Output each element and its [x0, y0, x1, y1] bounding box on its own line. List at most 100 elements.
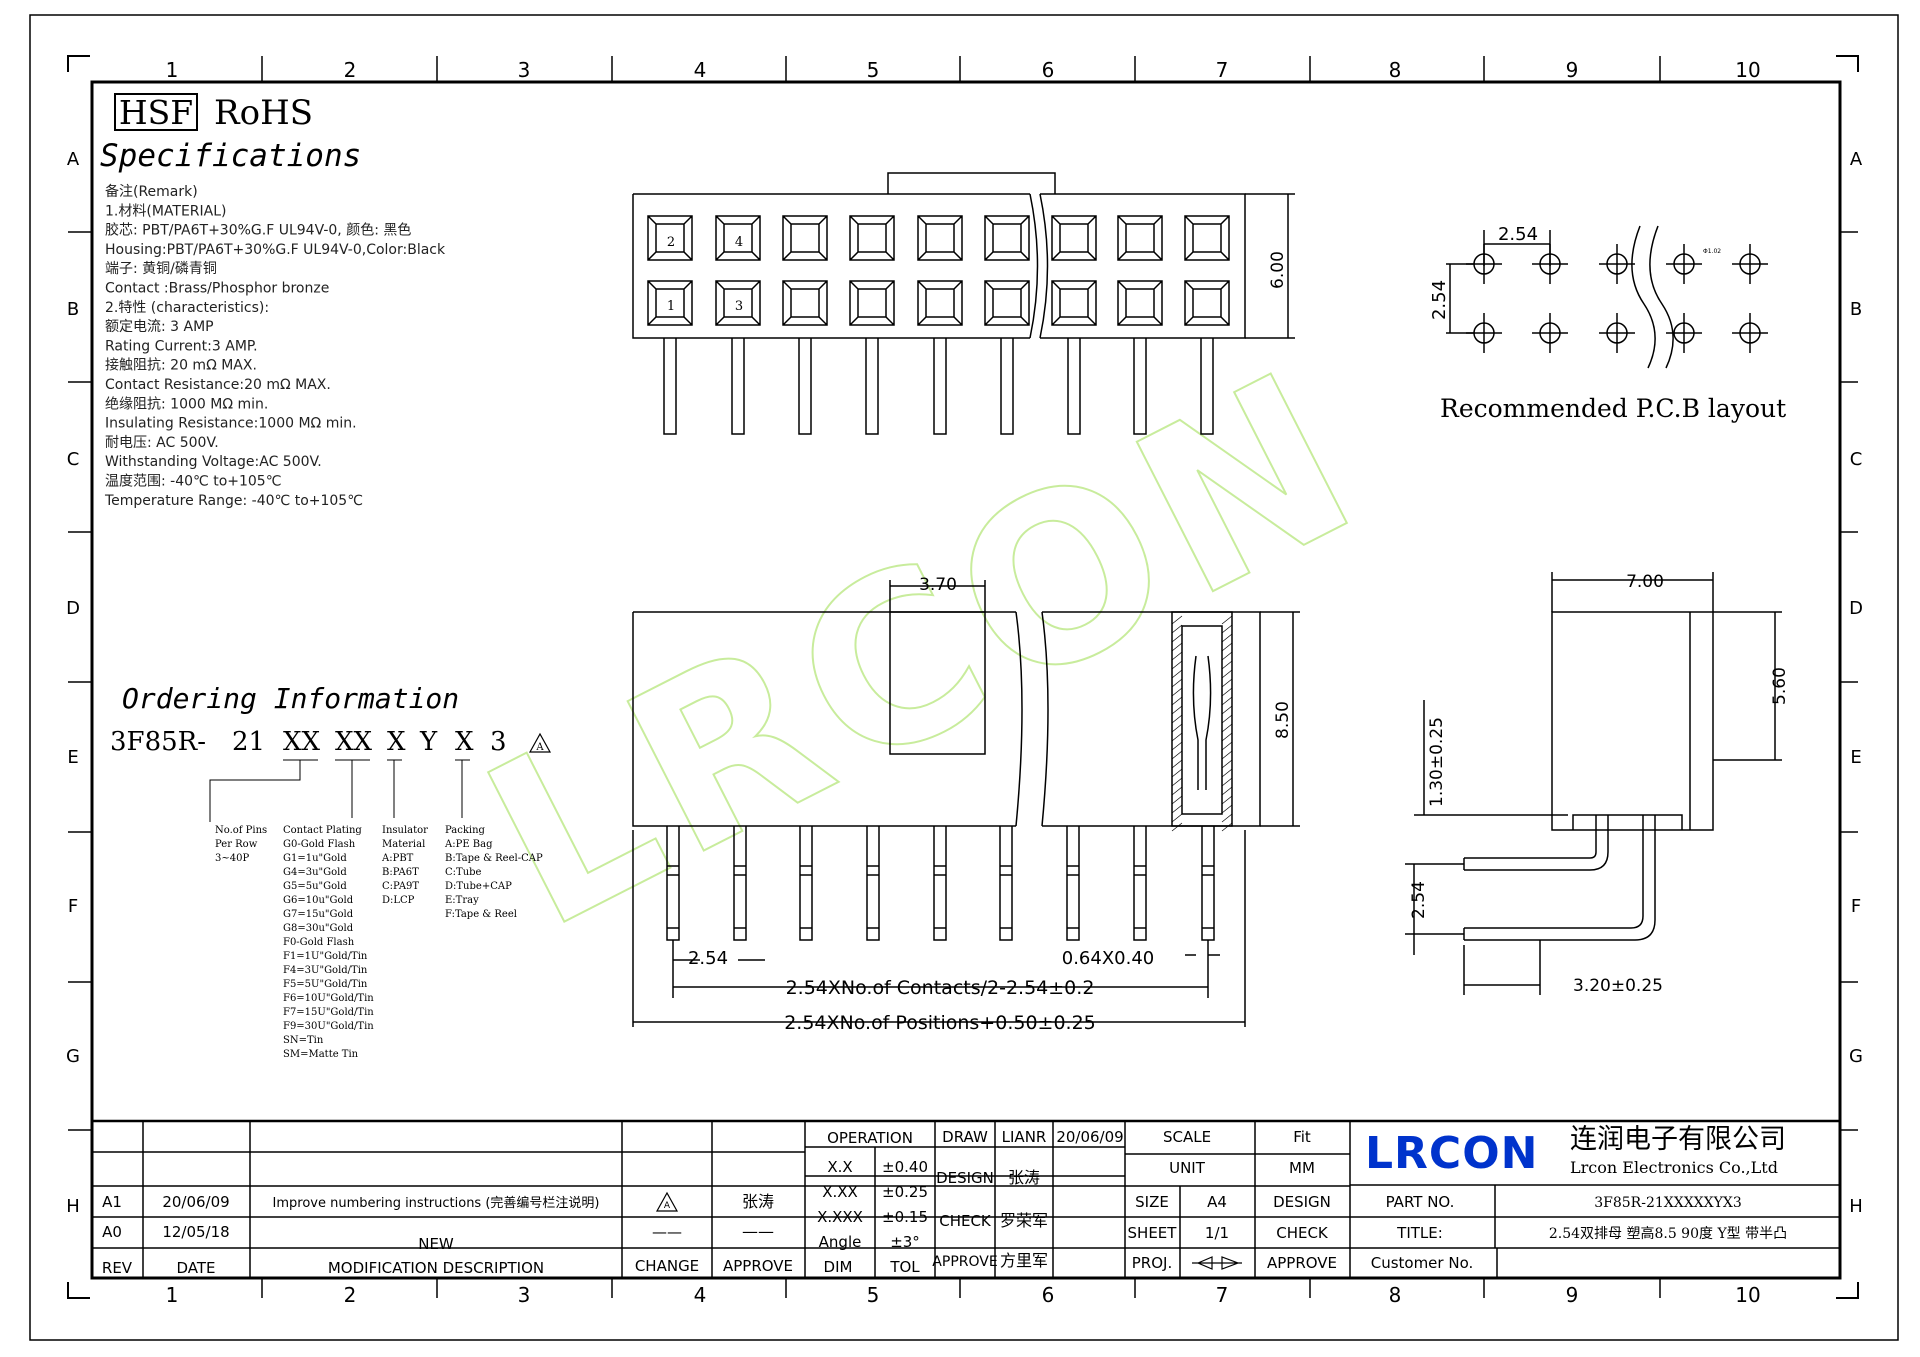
ordering-leaders	[209, 759, 470, 822]
outer-border	[29, 14, 1899, 1341]
part-n: 21	[232, 727, 265, 757]
part-x2: X	[455, 727, 474, 757]
ordering-plating-line: G8=30u"Gold	[283, 923, 354, 934]
column-label-top: 2	[344, 58, 357, 82]
front-view	[632, 580, 1300, 1027]
rev-a-triangle-icon	[655, 1191, 679, 1212]
spec-line: Temperature Range: -40℃ to+105℃	[104, 493, 363, 509]
title-block-cell: ——	[742, 1222, 774, 1241]
front-key-label: 3.70	[919, 575, 957, 595]
spec-line: 胶芯: PBT/PA6T+30%G.F UL94V-0, 颜色: 黑色	[105, 222, 411, 239]
ordering-plating-line: G6=10u"Gold	[283, 895, 354, 906]
company-cn: 连润电子有限公司	[1570, 1124, 1786, 1155]
front-positions-label: 2.54XNo.of Positions+0.50±0.25	[784, 1012, 1096, 1034]
side-height-dim	[1713, 611, 1782, 761]
ordering-insulator-line: C:PA9T	[382, 881, 419, 892]
front-positions-dim	[632, 830, 1246, 1027]
title-block-cell: A4	[1207, 1193, 1227, 1211]
side-pin-upper	[1464, 815, 1609, 871]
row-label-right: E	[1850, 747, 1861, 768]
row-label-right: C	[1850, 449, 1863, 470]
key-dim	[889, 580, 986, 612]
ordering-pins-line: No.of Pins	[215, 825, 267, 836]
row-label-right: G	[1849, 1046, 1863, 1067]
pcb-hole-dia: Φ1.02	[1703, 248, 1721, 255]
side-tail-dim	[1463, 940, 1541, 995]
ordering-insulator-line: A:PBT	[381, 853, 414, 864]
title-block-cell: Improve numbering instructions (完善编号栏注说明…	[273, 1195, 600, 1211]
title-block-cell: SHEET	[1128, 1224, 1178, 1242]
front-pitch-label: 2.54	[688, 948, 728, 969]
spec-line: Rating Current:3 AMP.	[105, 338, 258, 354]
title-block-cell: A0	[102, 1223, 122, 1241]
company-logo: LRCON	[1365, 1128, 1538, 1179]
zone-ticks	[68, 56, 1858, 1298]
row-label-left: G	[66, 1046, 80, 1067]
ordering-title: Ordering Information	[122, 682, 459, 715]
top-view-cells	[647, 215, 1230, 326]
pin-label-2: 2	[667, 235, 675, 250]
row-label-left: D	[66, 598, 80, 619]
ordering-pins-line: 3~40P	[215, 853, 249, 864]
title-block-cell: X.XX	[822, 1183, 858, 1201]
part-rev: A	[535, 742, 544, 753]
ordering-plating-line: F5=5U"Gold/Tin	[283, 979, 368, 990]
column-label-top: 6	[1042, 58, 1055, 82]
ordering-packing-line: B:Tape & Reel-CAP	[445, 853, 543, 864]
part-n3: 3	[490, 727, 507, 757]
column-label-bottom: 5	[867, 1283, 880, 1307]
spec-line: 绝缘阻抗: 1000 MΩ min.	[105, 396, 268, 412]
row-label-left: F	[68, 896, 78, 917]
row-label-left: A	[67, 149, 80, 170]
title-block-cell: TOL	[889, 1258, 920, 1276]
cavity-hatch-lines	[1171, 615, 1233, 832]
pin-label-1: 1	[667, 299, 675, 314]
company-en: Lrcon Electronics Co.,Ltd	[1570, 1158, 1778, 1177]
column-label-bottom: 8	[1389, 1283, 1402, 1307]
front-height-label: 8.50	[1273, 701, 1293, 739]
ordering-plating-line: SN=Tin	[283, 1035, 324, 1046]
column-label-top: 10	[1735, 58, 1760, 82]
title-block-cell: DIM	[824, 1258, 853, 1276]
title-block-cell: CHANGE	[635, 1257, 699, 1275]
spec-line: 额定电流: 3 AMP	[105, 319, 214, 335]
front-height-dim	[1260, 611, 1300, 827]
column-label-bottom: 3	[518, 1283, 531, 1307]
pcb-pitch-v: 2.54	[1429, 280, 1450, 320]
ordering-packing-line: F:Tape & Reel	[445, 909, 517, 920]
ordering-insulator-line: D:LCP	[382, 895, 415, 906]
part-prefix: 3F85R-	[110, 727, 206, 757]
spec-line: Insulating Resistance:1000 MΩ min.	[105, 416, 357, 432]
title-block-cell: UNIT	[1169, 1159, 1206, 1177]
column-label-top: 7	[1216, 58, 1229, 82]
top-view-pin-lines	[663, 338, 1214, 435]
row-label-right: H	[1849, 1196, 1863, 1217]
title-block-cell: 1/1	[1205, 1224, 1229, 1242]
title-block-cell: MODIFICATION DESCRIPTION	[328, 1259, 544, 1277]
title-block-cell: ±3°	[890, 1233, 920, 1251]
spec-line: 1.材料(MATERIAL)	[105, 203, 226, 219]
title-block-cell: A1	[102, 1193, 122, 1211]
column-label-top: 9	[1566, 58, 1579, 82]
spec-line: 端子: 黄铜/磷青铜	[105, 260, 217, 277]
ordering-plating-line: F0-Gold Flash	[283, 937, 355, 948]
title-block-cell: LIANR	[1002, 1128, 1047, 1146]
top-view-break	[1029, 193, 1049, 339]
column-label-top: 8	[1389, 58, 1402, 82]
ordering-plating-line: F6=10U"Gold/Tin	[283, 993, 374, 1004]
ordering-plating-line: SM=Matte Tin	[283, 1049, 359, 1060]
row-label-right: A	[1850, 149, 1863, 170]
ordering-insulator-line: B:PA6T	[382, 867, 419, 878]
contact-cavity-inner	[1181, 625, 1223, 815]
cavity-hatch	[1171, 615, 1233, 832]
projection-symbol-icon	[1192, 1256, 1242, 1270]
title-block-cell: DATE	[176, 1259, 215, 1277]
spec-line: Contact :Brass/Phosphor bronze	[105, 281, 329, 297]
ordering-packing-line: E:Tray	[445, 895, 479, 906]
ordering-packing-line: Packing	[445, 825, 486, 836]
hsf-box	[114, 93, 198, 131]
